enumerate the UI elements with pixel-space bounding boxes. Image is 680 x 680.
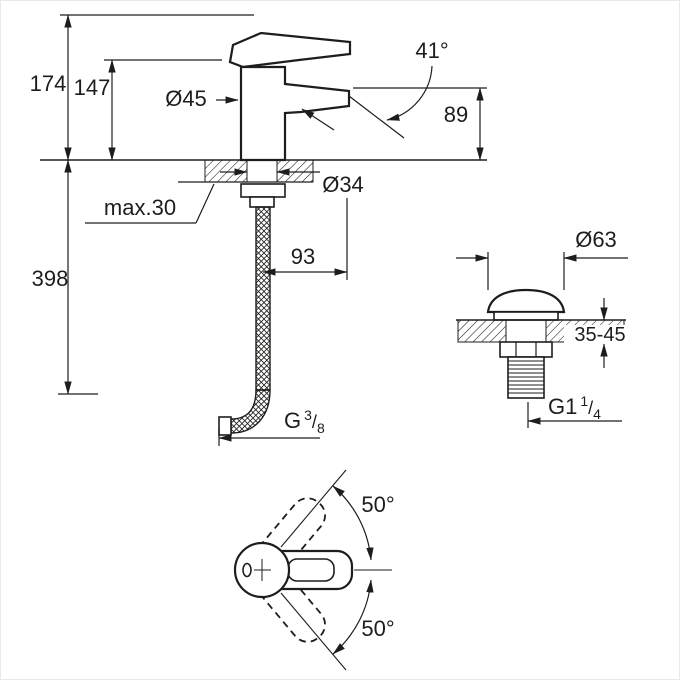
mounting-hardware (240, 183, 286, 208)
dim-spout-angle-label: 41° (415, 38, 448, 63)
faucet-front-view (228, 31, 352, 162)
dimension-lines-waste (456, 252, 628, 290)
dim-spout-height-label: 147 (74, 75, 111, 100)
label-halo (564, 325, 638, 346)
dim-projection-label: 93 (291, 244, 315, 269)
dimension-lines-front (58, 14, 487, 446)
dim-swivel-down-label: 50° (361, 616, 394, 641)
dim-hose-length-label: 398 (32, 266, 69, 291)
dim-max-thickness-label: max.30 (104, 195, 176, 220)
swivel-angle-lines (280, 469, 392, 671)
dimension-lines-waste-2 (527, 298, 622, 428)
dim-swivel-up-label: 50° (361, 492, 394, 517)
dim-total-height-label: 174 (30, 71, 67, 96)
hose-end-fitting (218, 416, 232, 436)
waste-cap (486, 288, 566, 314)
dim-clamping-range-label: 35-45 (574, 324, 625, 346)
handle-indicator-dot (242, 562, 252, 578)
spout-flow-arrow (301, 108, 335, 131)
dim-body-diameter-label: Ø45 (165, 86, 207, 111)
waste-cap-lip (493, 311, 559, 321)
handle-position-up (254, 497, 326, 576)
handle-top-view: 50° 50° (233, 469, 395, 671)
faucet-lever (228, 31, 352, 69)
handle-position-down (254, 564, 326, 643)
dim-hole-diameter-label: Ø34 (322, 172, 364, 197)
dim-outlet-height-label: 89 (444, 102, 468, 127)
waste-clamp-nut (499, 341, 553, 358)
supply-hose (218, 206, 271, 436)
countertop-section (40, 159, 487, 183)
faucet-body-spout (239, 65, 351, 162)
waste-threaded-tail (507, 356, 545, 399)
dim-cap-diameter-label: Ø63 (575, 227, 617, 252)
